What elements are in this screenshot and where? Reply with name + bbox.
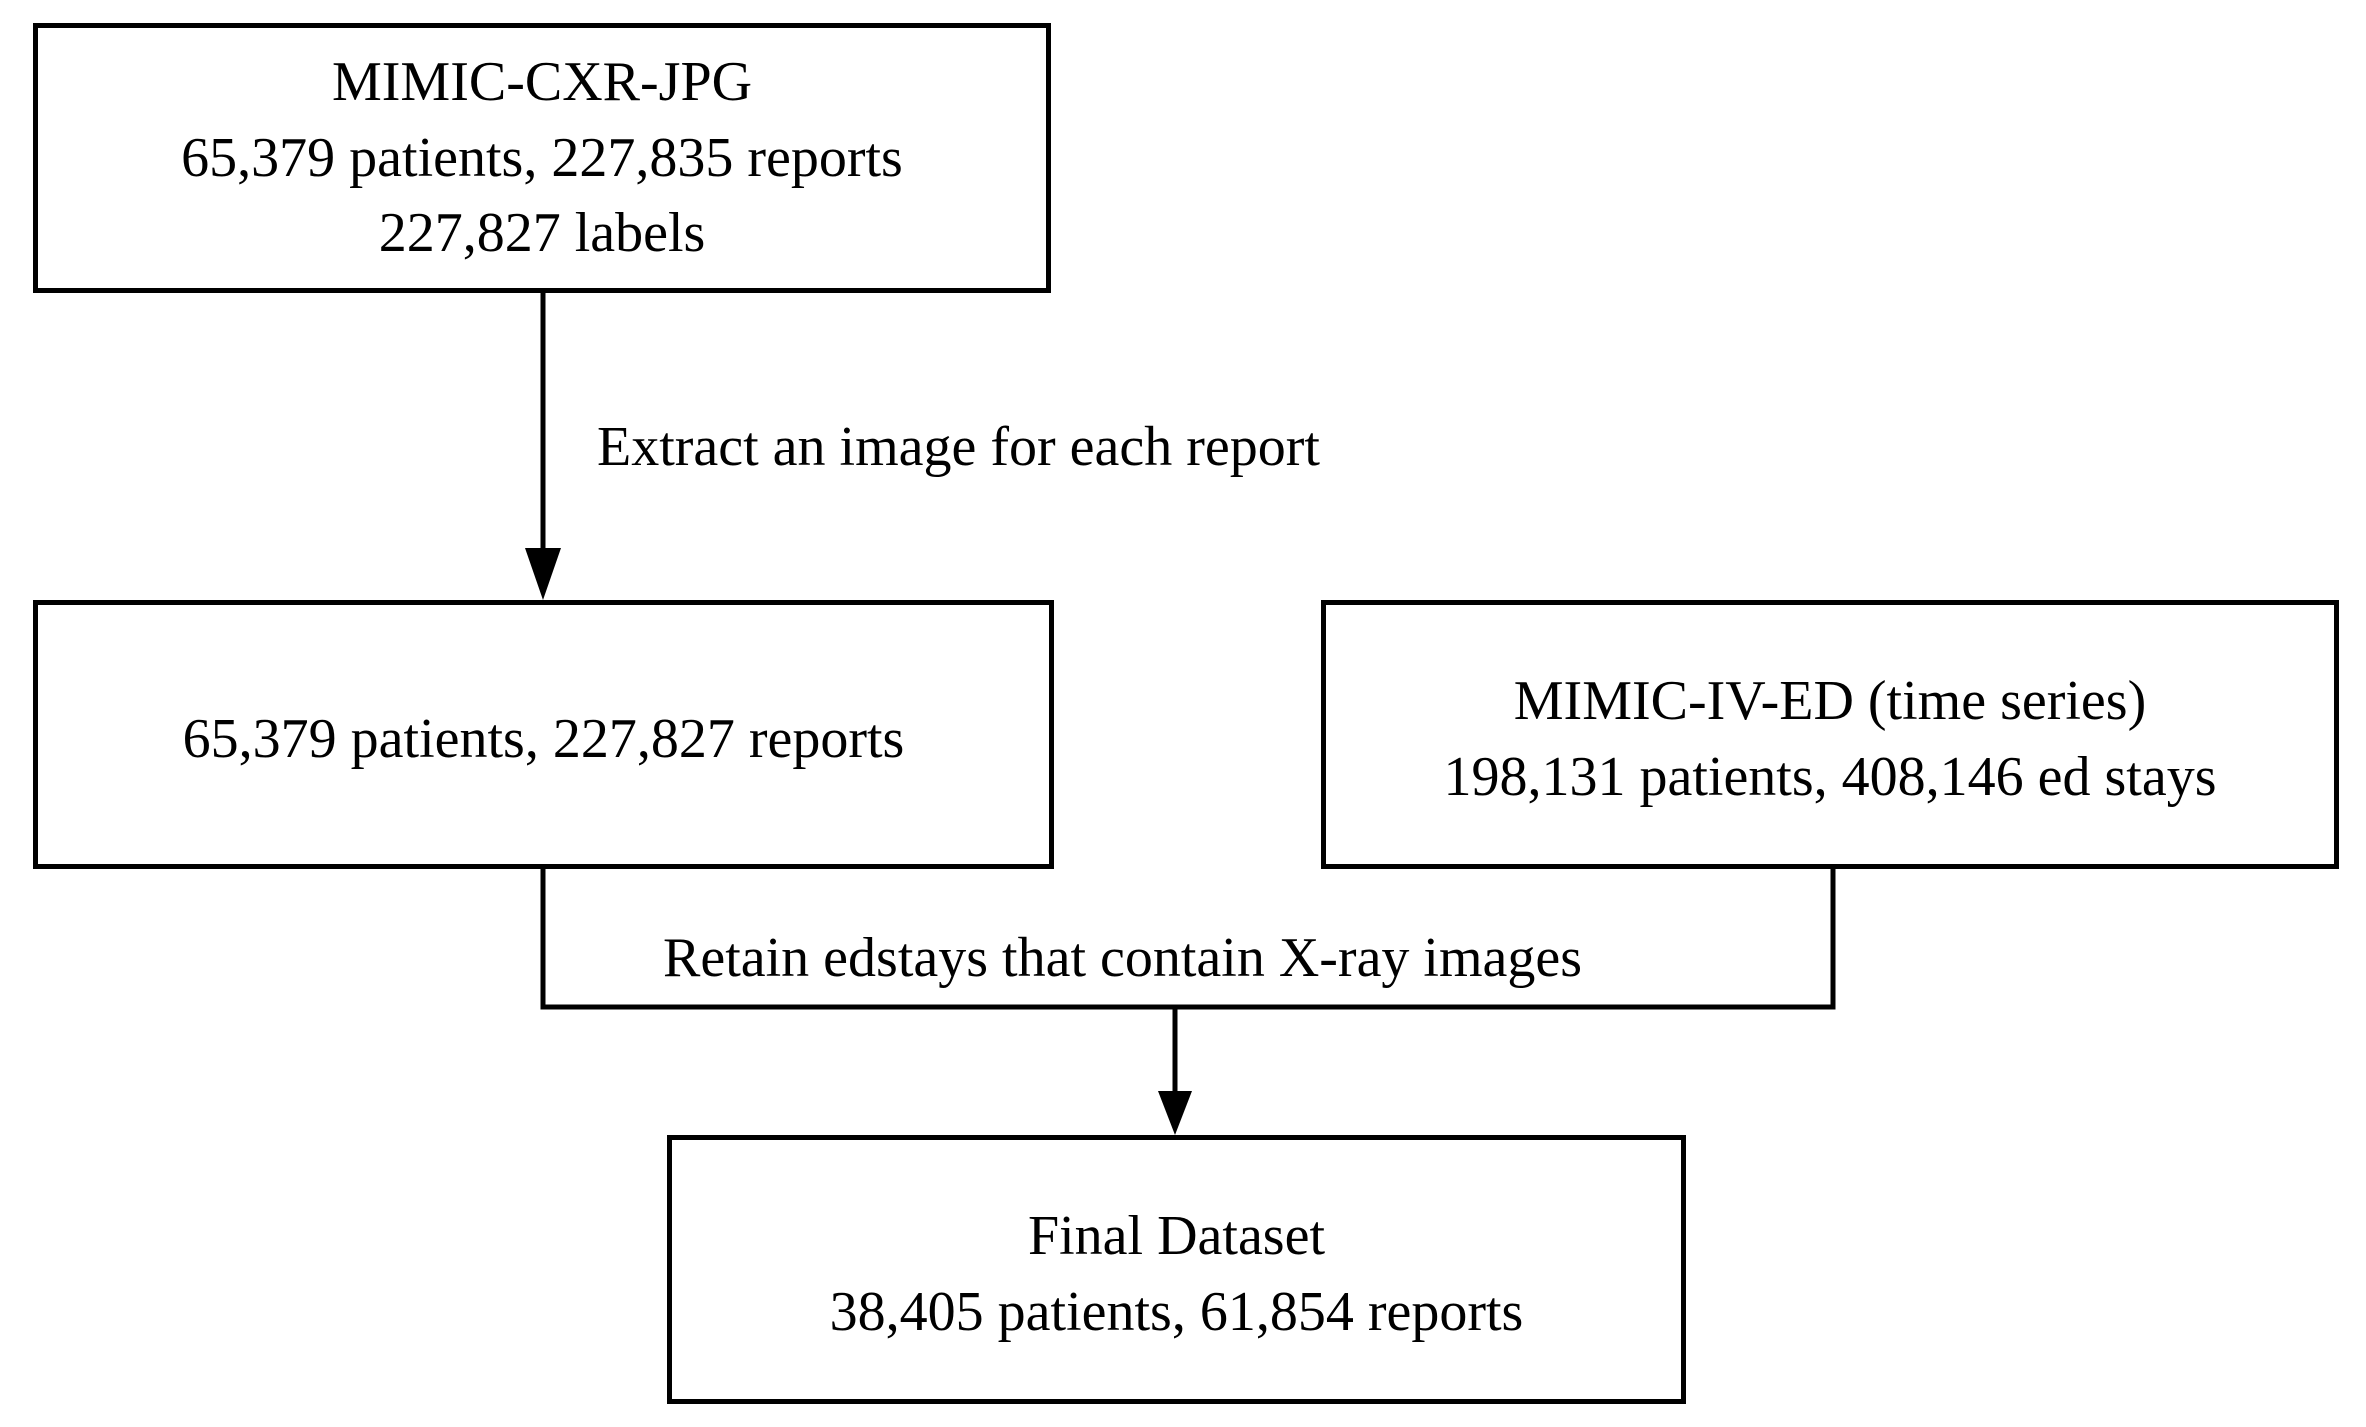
node-mimic-cxr-jpg: MIMIC-CXR-JPG 65,379 patients, 227,835 r… [33, 23, 1051, 293]
node-counts: 65,379 patients, 227,835 reports [181, 127, 903, 189]
node-title: MIMIC-CXR-JPG [331, 51, 753, 113]
node-final-dataset: Final Dataset 38,405 patients, 61,854 re… [667, 1135, 1686, 1404]
node-labels: 227,827 labels [378, 202, 706, 264]
node-title: Final Dataset [1027, 1205, 1326, 1267]
node-counts: 198,131 patients, 408,146 ed stays [1443, 746, 2217, 808]
edge-label-retain: Retain edstays that contain X-ray images [663, 927, 1583, 989]
node-extracted-reports: 65,379 patients, 227,827 reports [33, 600, 1054, 869]
edge-label-extract: Extract an image for each report [597, 416, 1320, 478]
retain-merge-line [540, 860, 1836, 1010]
node-counts: 65,379 patients, 227,827 reports [182, 708, 905, 770]
retain-arrowhead [1158, 1091, 1192, 1135]
extract-arrowhead [525, 548, 561, 600]
node-title: MIMIC-IV-ED (time series) [1513, 670, 2147, 732]
node-counts: 38,405 patients, 61,854 reports [829, 1281, 1524, 1343]
node-mimic-iv-ed: MIMIC-IV-ED (time series) 198,131 patien… [1321, 600, 2339, 869]
